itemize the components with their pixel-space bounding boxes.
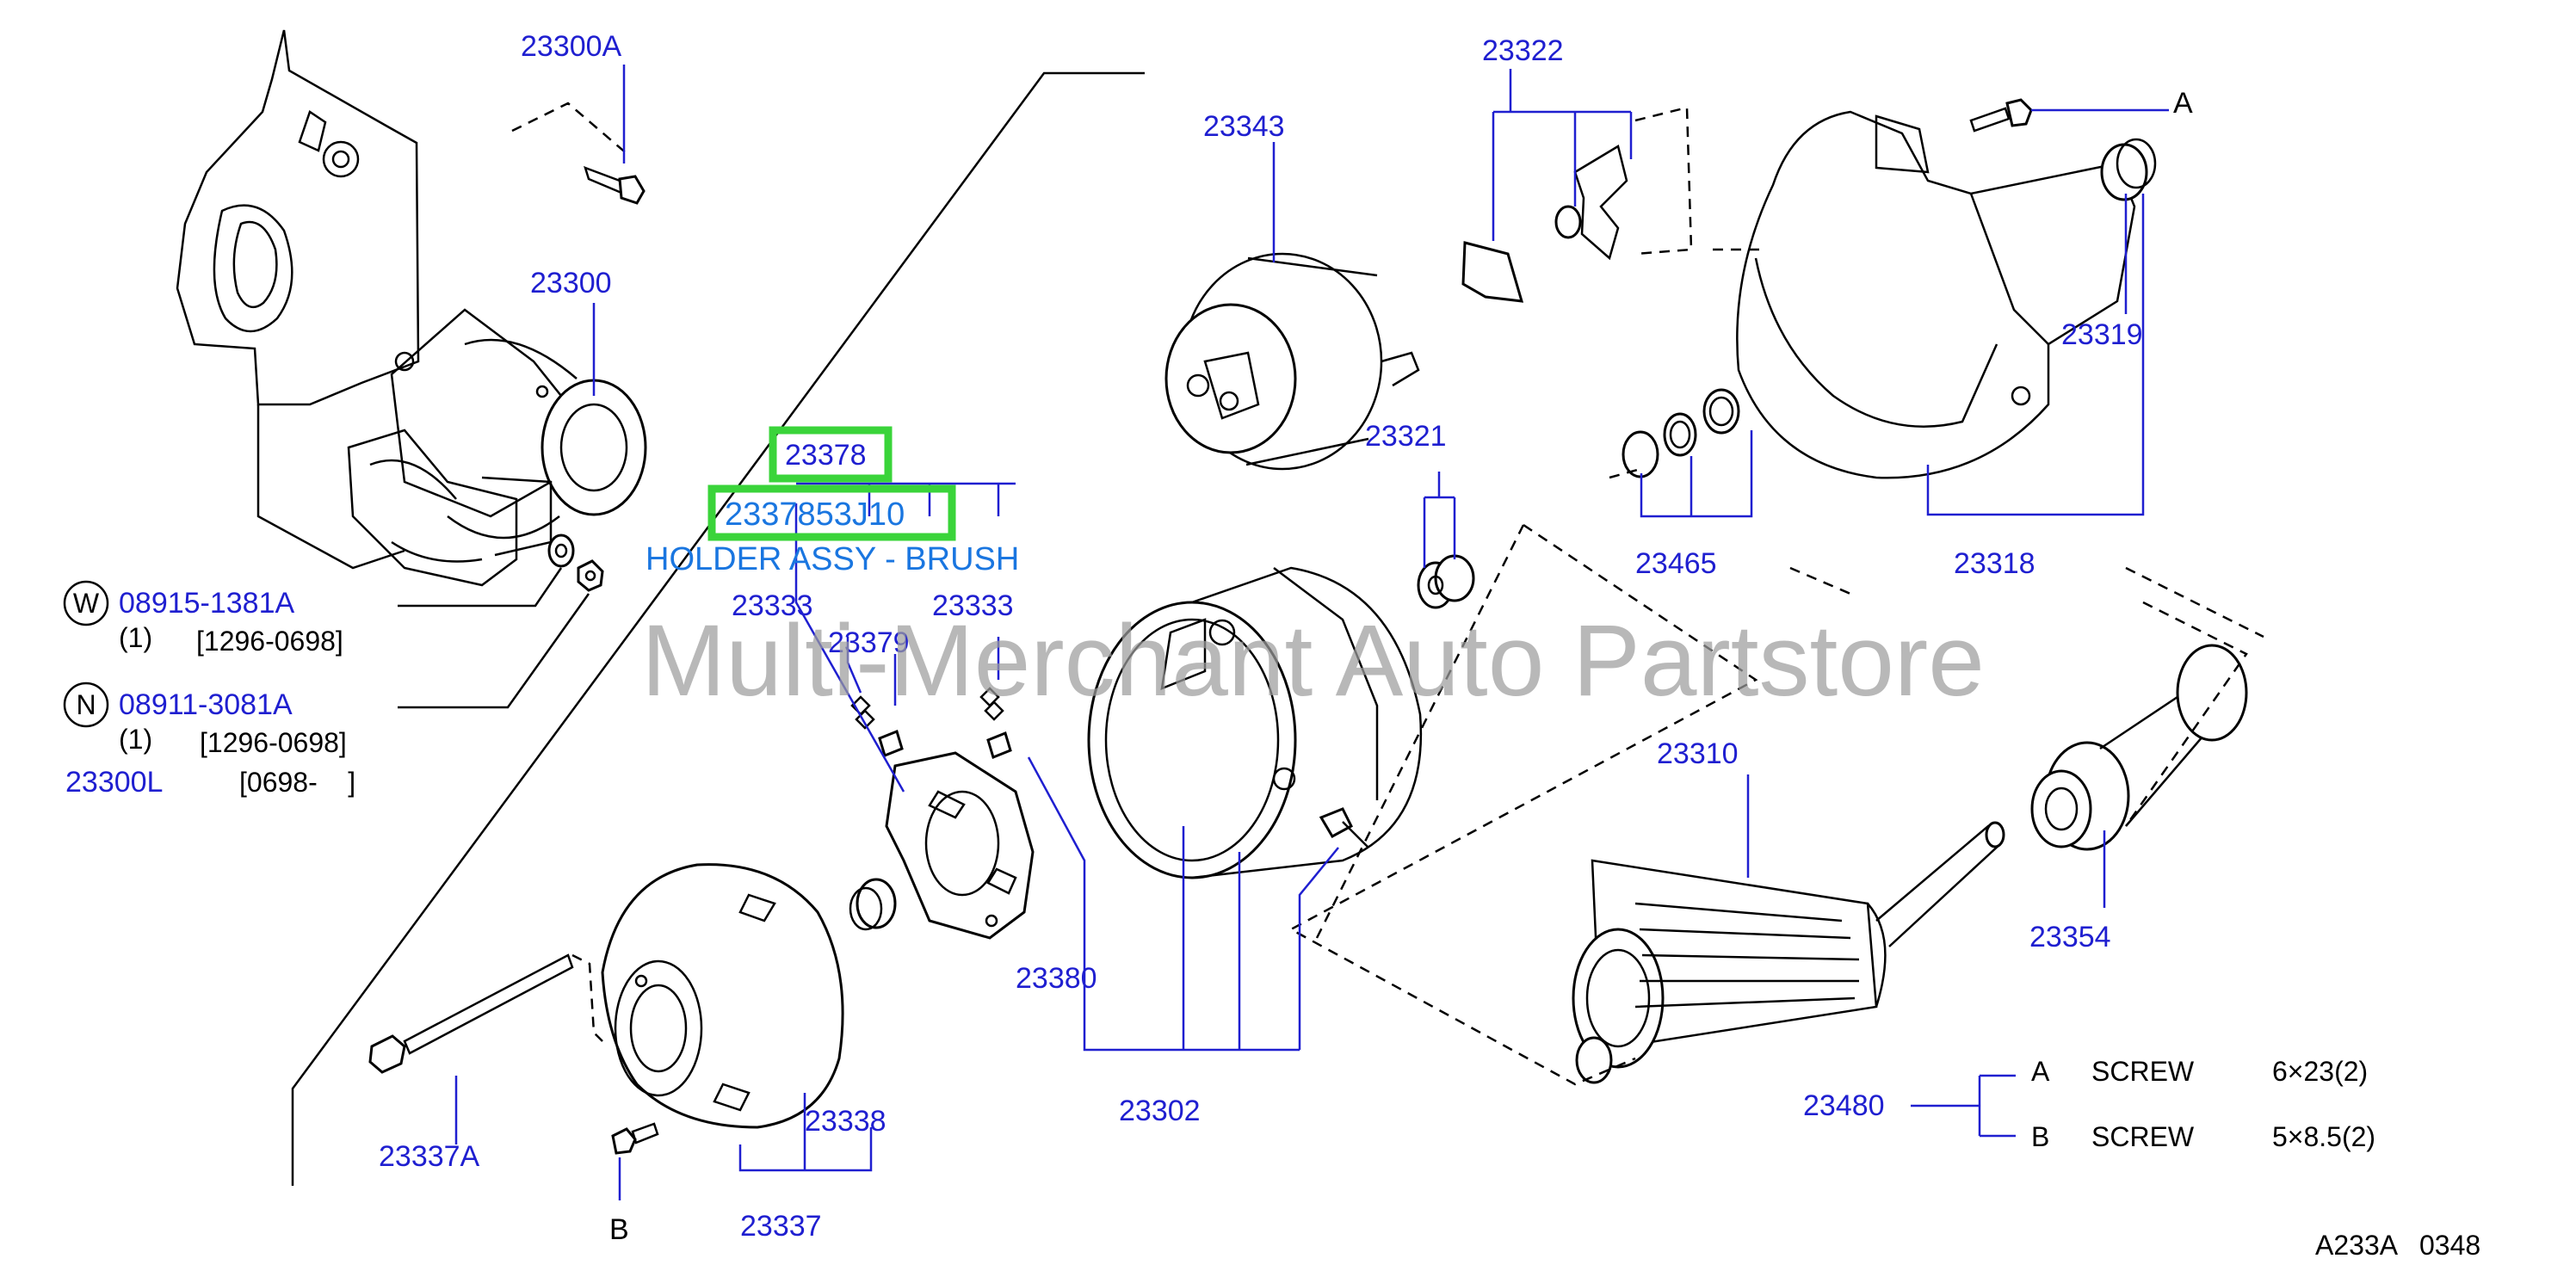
- rear-cover-drawing: [601, 863, 844, 1129]
- screw-legend: A SCREW 6×23(2) B SCREW 5×8.5(2): [2031, 1056, 2375, 1152]
- assembly-dashed-outline: [1288, 523, 1758, 1086]
- lever-kit-drawing: [1461, 106, 1693, 303]
- through-bolt-drawing: [368, 953, 603, 1074]
- pinion-clutch-drawing: [2030, 601, 2248, 851]
- callout-23379[interactable]: 23379: [828, 626, 910, 659]
- yoke-drawing: [1087, 566, 1423, 879]
- watermark-text: Multi-Merchant Auto Partstore: [641, 604, 1985, 718]
- armature-dashed-outline: [1789, 566, 2264, 638]
- badge-letter-W: W: [73, 588, 100, 619]
- note-part-number-N[interactable]: 08911-3081A: [119, 688, 293, 721]
- badge-circle-N: [63, 682, 109, 728]
- callout-23343[interactable]: 23343: [1203, 110, 1285, 143]
- fastener-note-N: N 08911-3081A (1) [1296-0698]: [63, 682, 347, 758]
- callout-23338[interactable]: 23338: [805, 1105, 886, 1138]
- solenoid-drawing: [1164, 252, 1420, 471]
- badge-circle-W: [63, 580, 109, 626]
- starter-motor-assembly-drawing: [347, 308, 647, 587]
- note-qty-N: (1): [119, 724, 152, 755]
- legend-key-A: A: [2031, 1056, 2050, 1087]
- callout-23318[interactable]: 23318: [1954, 547, 2035, 580]
- screw-B-drawing: [611, 1122, 659, 1155]
- rubber-cushion-drawing: [1417, 554, 1475, 609]
- note-dates-W: [1296-0698]: [196, 626, 343, 657]
- bushing-23319-drawing: [2100, 138, 2157, 201]
- brush-holder-drawing: [885, 751, 1035, 940]
- note-dates-N: [1296-0698]: [200, 727, 347, 758]
- callout-23333-left[interactable]: 23333: [732, 589, 813, 622]
- callout-23378-highlighted[interactable]: 23378: [785, 439, 867, 472]
- callout-23322[interactable]: 23322: [1482, 34, 1564, 67]
- badge-letter-N: N: [76, 689, 96, 720]
- callout-23302[interactable]: 23302: [1119, 1095, 1201, 1127]
- alt-part-dates: [0698- ]: [239, 767, 355, 798]
- legend-key-B: B: [2031, 1121, 2049, 1152]
- gear-case-drawing: [1713, 110, 2136, 479]
- letter-ref-B: B: [609, 1213, 629, 1246]
- bushing-23338-drawing: [849, 878, 897, 931]
- highlight-box-ref: [769, 426, 893, 483]
- yoke-screw-drawing: [1319, 807, 1369, 848]
- shim-washers-drawing: [1609, 388, 1740, 479]
- legend-name-A: SCREW: [2091, 1056, 2195, 1087]
- callout-23465[interactable]: 23465: [1635, 547, 1717, 580]
- screw-A-drawing: [1969, 98, 2169, 133]
- note-qty-W: (1): [119, 622, 152, 653]
- figure-code: A233A 0348: [2315, 1230, 2480, 1261]
- brush-spring-drawing: [850, 687, 1012, 760]
- callout-23354[interactable]: 23354: [2029, 921, 2111, 953]
- callout-23333-right[interactable]: 23333: [932, 589, 1014, 622]
- bolt-23300A-drawing: [511, 102, 646, 205]
- callout-23380[interactable]: 23380: [1016, 962, 1097, 995]
- alt-part-number[interactable]: 23300L: [65, 766, 163, 799]
- callout-23310[interactable]: 23310: [1657, 737, 1739, 770]
- legend-size-A: 6×23(2): [2272, 1056, 2368, 1087]
- callout-23337A[interactable]: 23337A: [379, 1140, 480, 1173]
- callout-23300[interactable]: 23300: [530, 267, 612, 299]
- highlighted-part-number[interactable]: 2337853J10: [725, 497, 905, 533]
- letter-ref-A: A: [2173, 87, 2193, 120]
- legend-size-B: 5×8.5(2): [2272, 1121, 2375, 1152]
- highlight-box-part-number: [707, 484, 956, 541]
- callout-23337[interactable]: 23337: [740, 1210, 822, 1243]
- note-leader-lines: [398, 567, 590, 709]
- note-part-number-W[interactable]: 08915-1381A: [119, 587, 295, 620]
- highlighted-part-description: HOLDER ASSY - BRUSH: [646, 541, 1019, 577]
- callout-23480[interactable]: 23480: [1803, 1089, 1885, 1122]
- legend-name-B: SCREW: [2091, 1121, 2195, 1152]
- callout-leader-lines: [454, 65, 2145, 1200]
- group-frame-line: [291, 71, 1145, 1186]
- washer-nut-drawing: [547, 534, 604, 592]
- callout-23321[interactable]: 23321: [1365, 420, 1447, 453]
- armature-drawing: [1572, 821, 2005, 1084]
- callout-23300A[interactable]: 23300A: [521, 30, 622, 63]
- callout-23319[interactable]: 23319: [2061, 318, 2143, 351]
- fastener-note-W: W 08915-1381A (1) [1296-0698]: [63, 580, 343, 657]
- engine-block-drawing: [176, 29, 420, 570]
